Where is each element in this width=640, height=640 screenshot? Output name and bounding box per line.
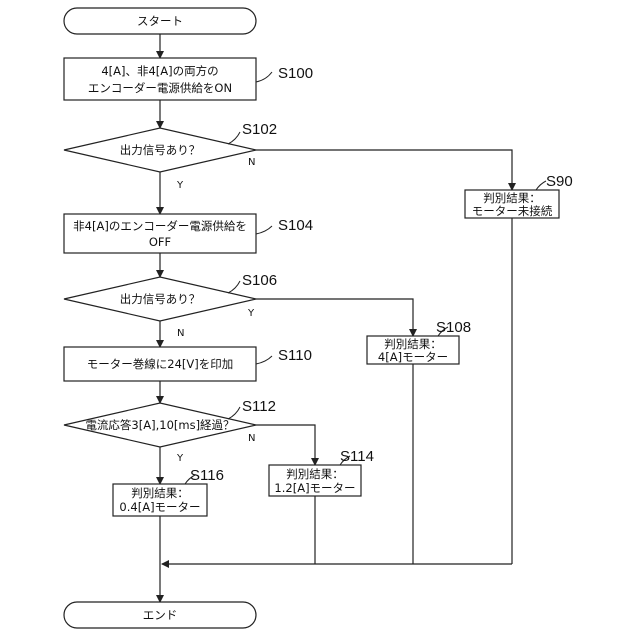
s106-question: 出力信号あり？ [120,292,201,306]
arrow-s112-no-s114 [256,425,315,465]
result-s116: 判別結果： 0.4[A]モーター S116 [113,467,224,516]
process-s104: 非4[A]のエンコーダー電源供給を OFF S104 [64,214,313,253]
s116-line2: 0.4[A]モーター [119,500,200,514]
s112-yes-label: Y [176,453,184,464]
s102-step-label: S102 [242,121,277,138]
s112-step-label: S112 [242,398,276,415]
s102-yes-label: Y [176,180,184,191]
s106-yes-label: Y [247,308,255,319]
s114-line2: 1.2[A]モーター [274,481,355,495]
s114-line1: 判別結果： [286,467,344,481]
result-s114: 判別結果： 1.2[A]モーター S114 [269,448,374,496]
s106-no-label: N [177,328,184,339]
process-s110: モーター巻線に24[V]を印加 S110 [64,347,312,381]
result-s90: 判別結果： モーター未接続 S90 [465,173,573,218]
s108-line2: 4[A]モーター [378,350,448,364]
process-s100: 4[A]、非4[A]の両方の エンコーダー電源供給をON S100 [64,58,313,100]
connectors [160,34,512,602]
s114-step-label: S114 [340,448,374,465]
decision-s112: 電流応答3[A],10[ms]経過？ S112 N Y [64,398,276,464]
decision-s102: 出力信号あり？ S102 N Y [64,121,277,191]
s116-line1: 判別結果： [131,486,189,500]
s100-line1: 4[A]、非4[A]の両方の [101,64,218,78]
arrow-s106-yes-s108 [256,299,413,336]
end-label: エンド [143,608,178,622]
result-s108: 判別結果： 4[A]モーター S108 [367,319,471,364]
start-label: スタート [137,14,183,28]
s100-line2: エンコーダー電源供給をON [88,81,232,95]
decision-s106: 出力信号あり？ S106 Y N [64,272,277,339]
s116-step-label: S116 [190,467,224,484]
s110-step-label: S110 [278,347,312,364]
s112-question: 電流応答3[A],10[ms]経過？ [85,418,234,432]
s108-step-label: S108 [436,319,471,336]
s100-step-label: S100 [278,65,313,82]
s104-line2: OFF [149,235,171,249]
s90-line2: モーター未接続 [472,204,553,218]
s104-line1: 非4[A]のエンコーダー電源供給を [73,219,247,233]
s104-step-label: S104 [278,217,313,234]
arrow-s102-no-s90 [256,150,512,190]
s102-no-label: N [248,157,255,168]
s108-line1: 判別結果： [384,337,442,351]
s110-text: モーター巻線に24[V]を印加 [87,357,233,371]
s90-line1: 判別結果： [483,191,541,205]
s90-step-label: S90 [546,173,573,190]
s106-step-label: S106 [242,272,277,289]
s112-no-label: N [248,433,255,444]
end-terminal: エンド [64,602,256,628]
start-terminal: スタート [64,8,256,34]
s102-question: 出力信号あり？ [120,143,201,157]
